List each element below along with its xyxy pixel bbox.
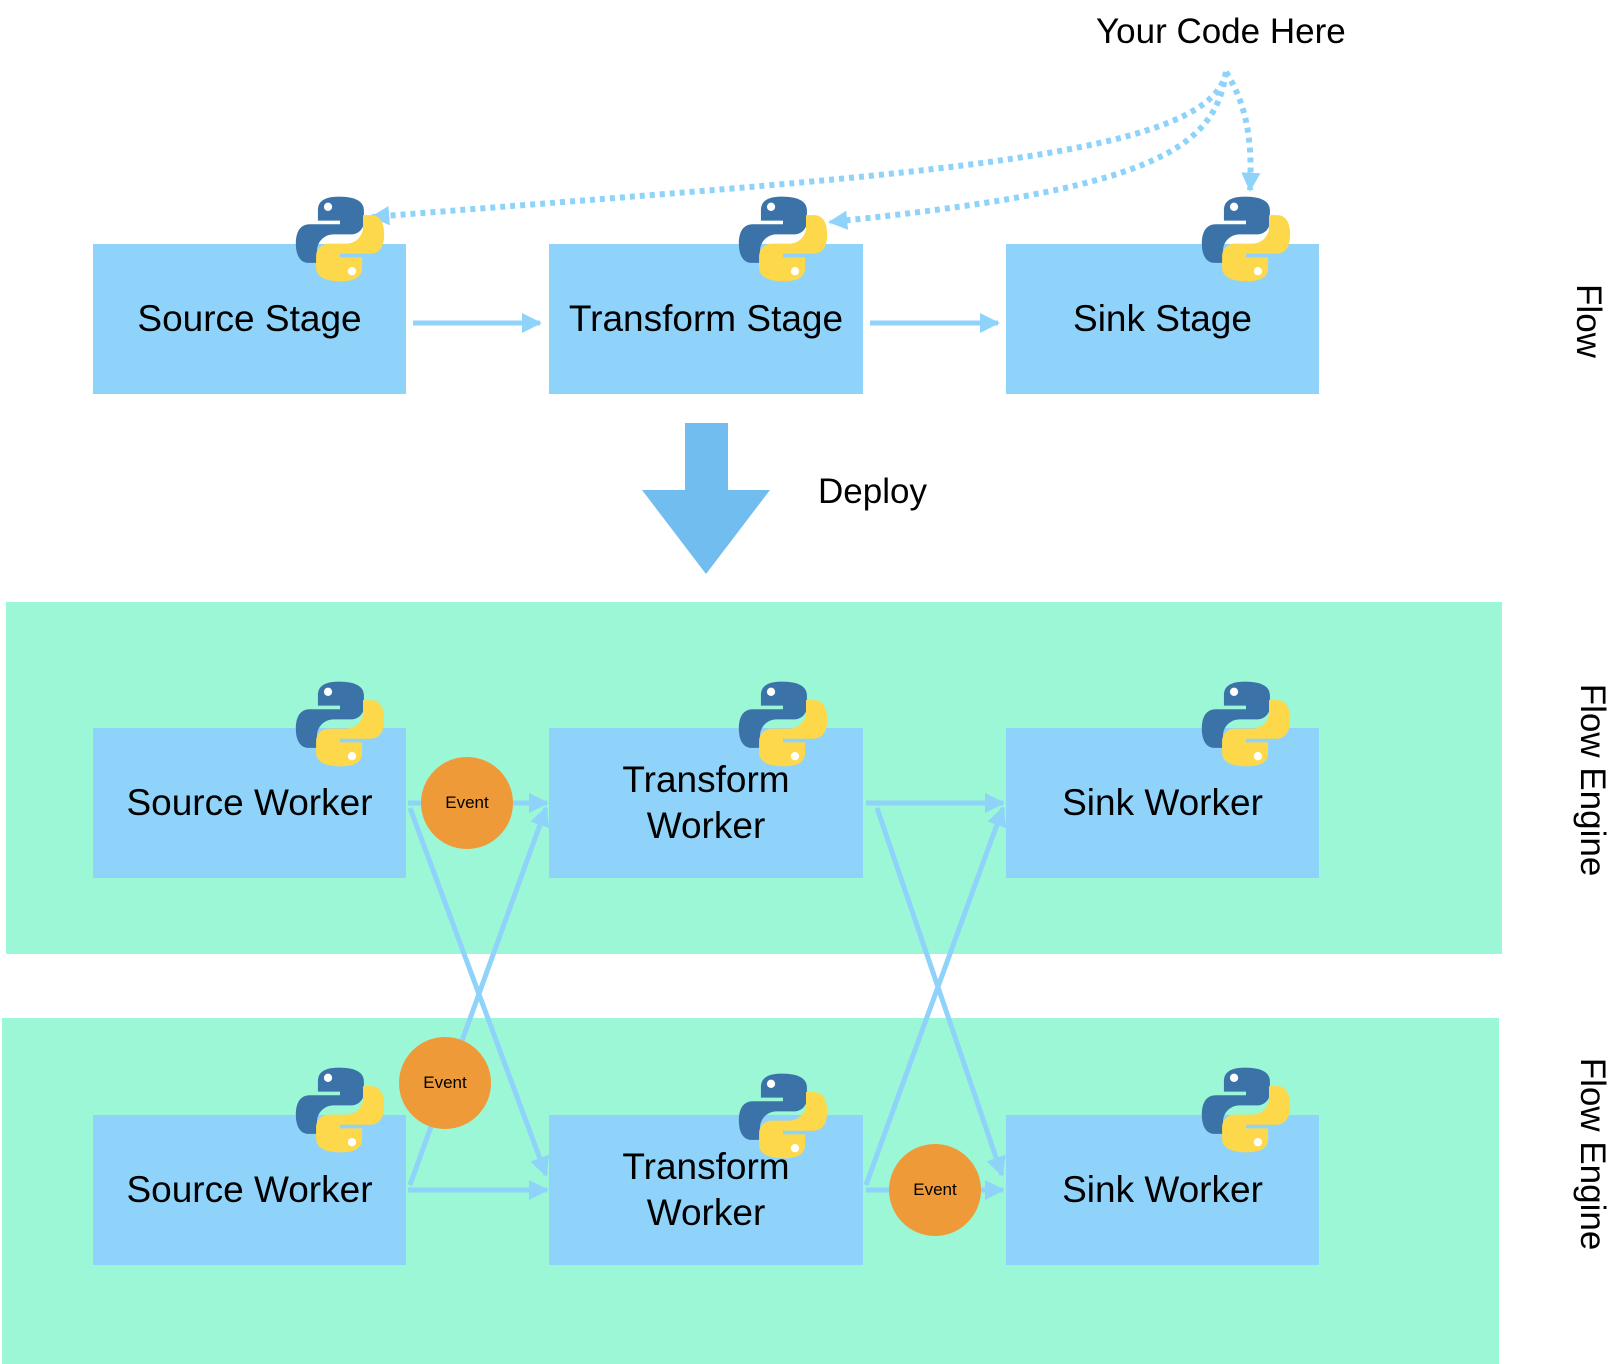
code-pointer-to-source [370, 71, 1229, 226]
engine2-transform-worker-box: Transform Worker [549, 1115, 863, 1265]
engine2-sink-worker-label: Sink Worker [1062, 1169, 1263, 1210]
event-bubble: Event [399, 1037, 491, 1129]
python-logo-icon [738, 196, 828, 282]
deploy-arrow [642, 423, 770, 574]
engine1-source-worker-label: Source Worker [126, 782, 373, 823]
code-callout-label: Your Code Here [1096, 12, 1346, 51]
python-logo-icon [295, 1067, 385, 1153]
engine1-side-label: Flow Engine [1573, 683, 1612, 877]
python-logo-icon [738, 681, 828, 767]
event-label: Event [913, 1180, 957, 1199]
event-bubble: Event [889, 1144, 981, 1236]
engine2-source-worker-label: Source Worker [126, 1169, 373, 1210]
source-stage-label: Source Stage [137, 298, 362, 339]
code-pointer-to-transform [828, 71, 1229, 230]
transform-stage-box: Transform Stage [549, 244, 863, 394]
python-logo-icon [295, 196, 385, 282]
transform-stage-label: Transform Stage [568, 298, 844, 339]
deploy-label: Deploy [818, 472, 927, 511]
python-logo-icon [295, 681, 385, 767]
arrow-trans1-to-sink2 [874, 807, 1006, 1177]
flow-side-label: Flow [1569, 284, 1608, 358]
event-label: Event [445, 793, 489, 812]
python-logo-icon [1201, 1067, 1291, 1153]
code-pointer-to-sink [1223, 70, 1261, 192]
engine2-transform-worker-label: Transform Worker [622, 1146, 790, 1233]
engine1-transform-worker-box: Transform Worker [549, 728, 863, 878]
sink-stage-label: Sink Stage [1073, 298, 1252, 339]
event-label: Event [423, 1073, 467, 1092]
python-logo-icon [1201, 681, 1291, 767]
source-stage-box: Source Stage [93, 244, 406, 394]
event-bubble: Event [421, 757, 513, 849]
python-logo-icon [1201, 196, 1291, 282]
engine2-side-label: Flow Engine [1573, 1057, 1612, 1251]
python-logo-icon [738, 1073, 828, 1159]
engine1-transform-worker-label: Transform Worker [622, 759, 790, 846]
engine1-sink-worker-label: Sink Worker [1062, 782, 1263, 823]
arrow-trans2-to-sink1 [863, 806, 1007, 1186]
